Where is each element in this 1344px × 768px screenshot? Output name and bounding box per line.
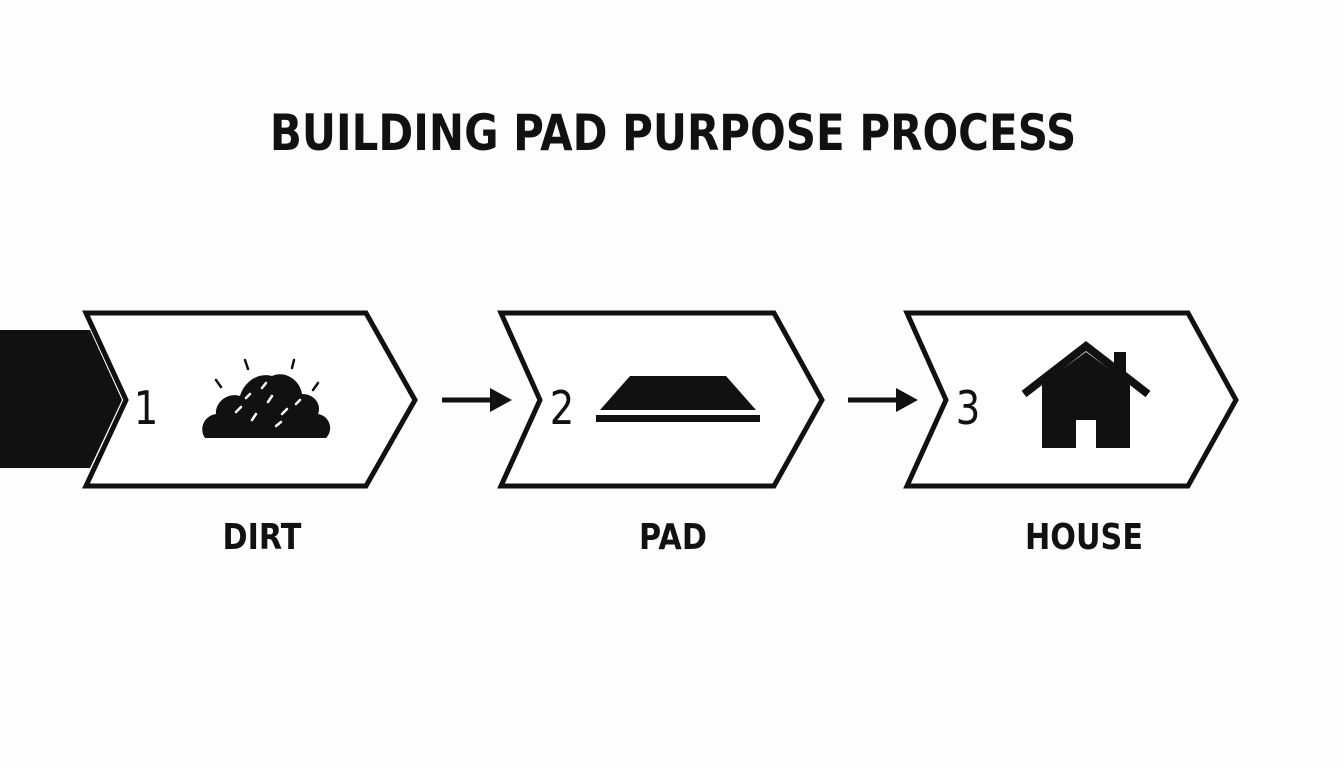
step-2-number: 2 — [550, 383, 575, 436]
step-1-label: DIRT — [223, 515, 302, 557]
right-arrow-icon — [896, 388, 918, 412]
building-pad-icon — [596, 376, 760, 422]
step-1: 1 — [82, 310, 418, 489]
step-3-number: 3 — [956, 383, 981, 436]
step-2: 2 — [497, 310, 825, 489]
step-3-label: HOUSE — [1025, 515, 1143, 557]
step-1-number: 1 — [134, 383, 159, 436]
step-2-label: PAD — [639, 515, 707, 557]
right-arrow-icon — [490, 388, 512, 412]
connector-arrow-2 — [848, 388, 918, 412]
house-icon — [1021, 340, 1151, 448]
step-3: 3 — [903, 310, 1239, 489]
diagram-title: BUILDING PAD PURPOSE PROCESS — [269, 104, 1077, 162]
entry-tail-shape — [0, 330, 122, 468]
connector-arrow-1 — [442, 388, 512, 412]
dirt-pile-icon — [202, 358, 331, 438]
